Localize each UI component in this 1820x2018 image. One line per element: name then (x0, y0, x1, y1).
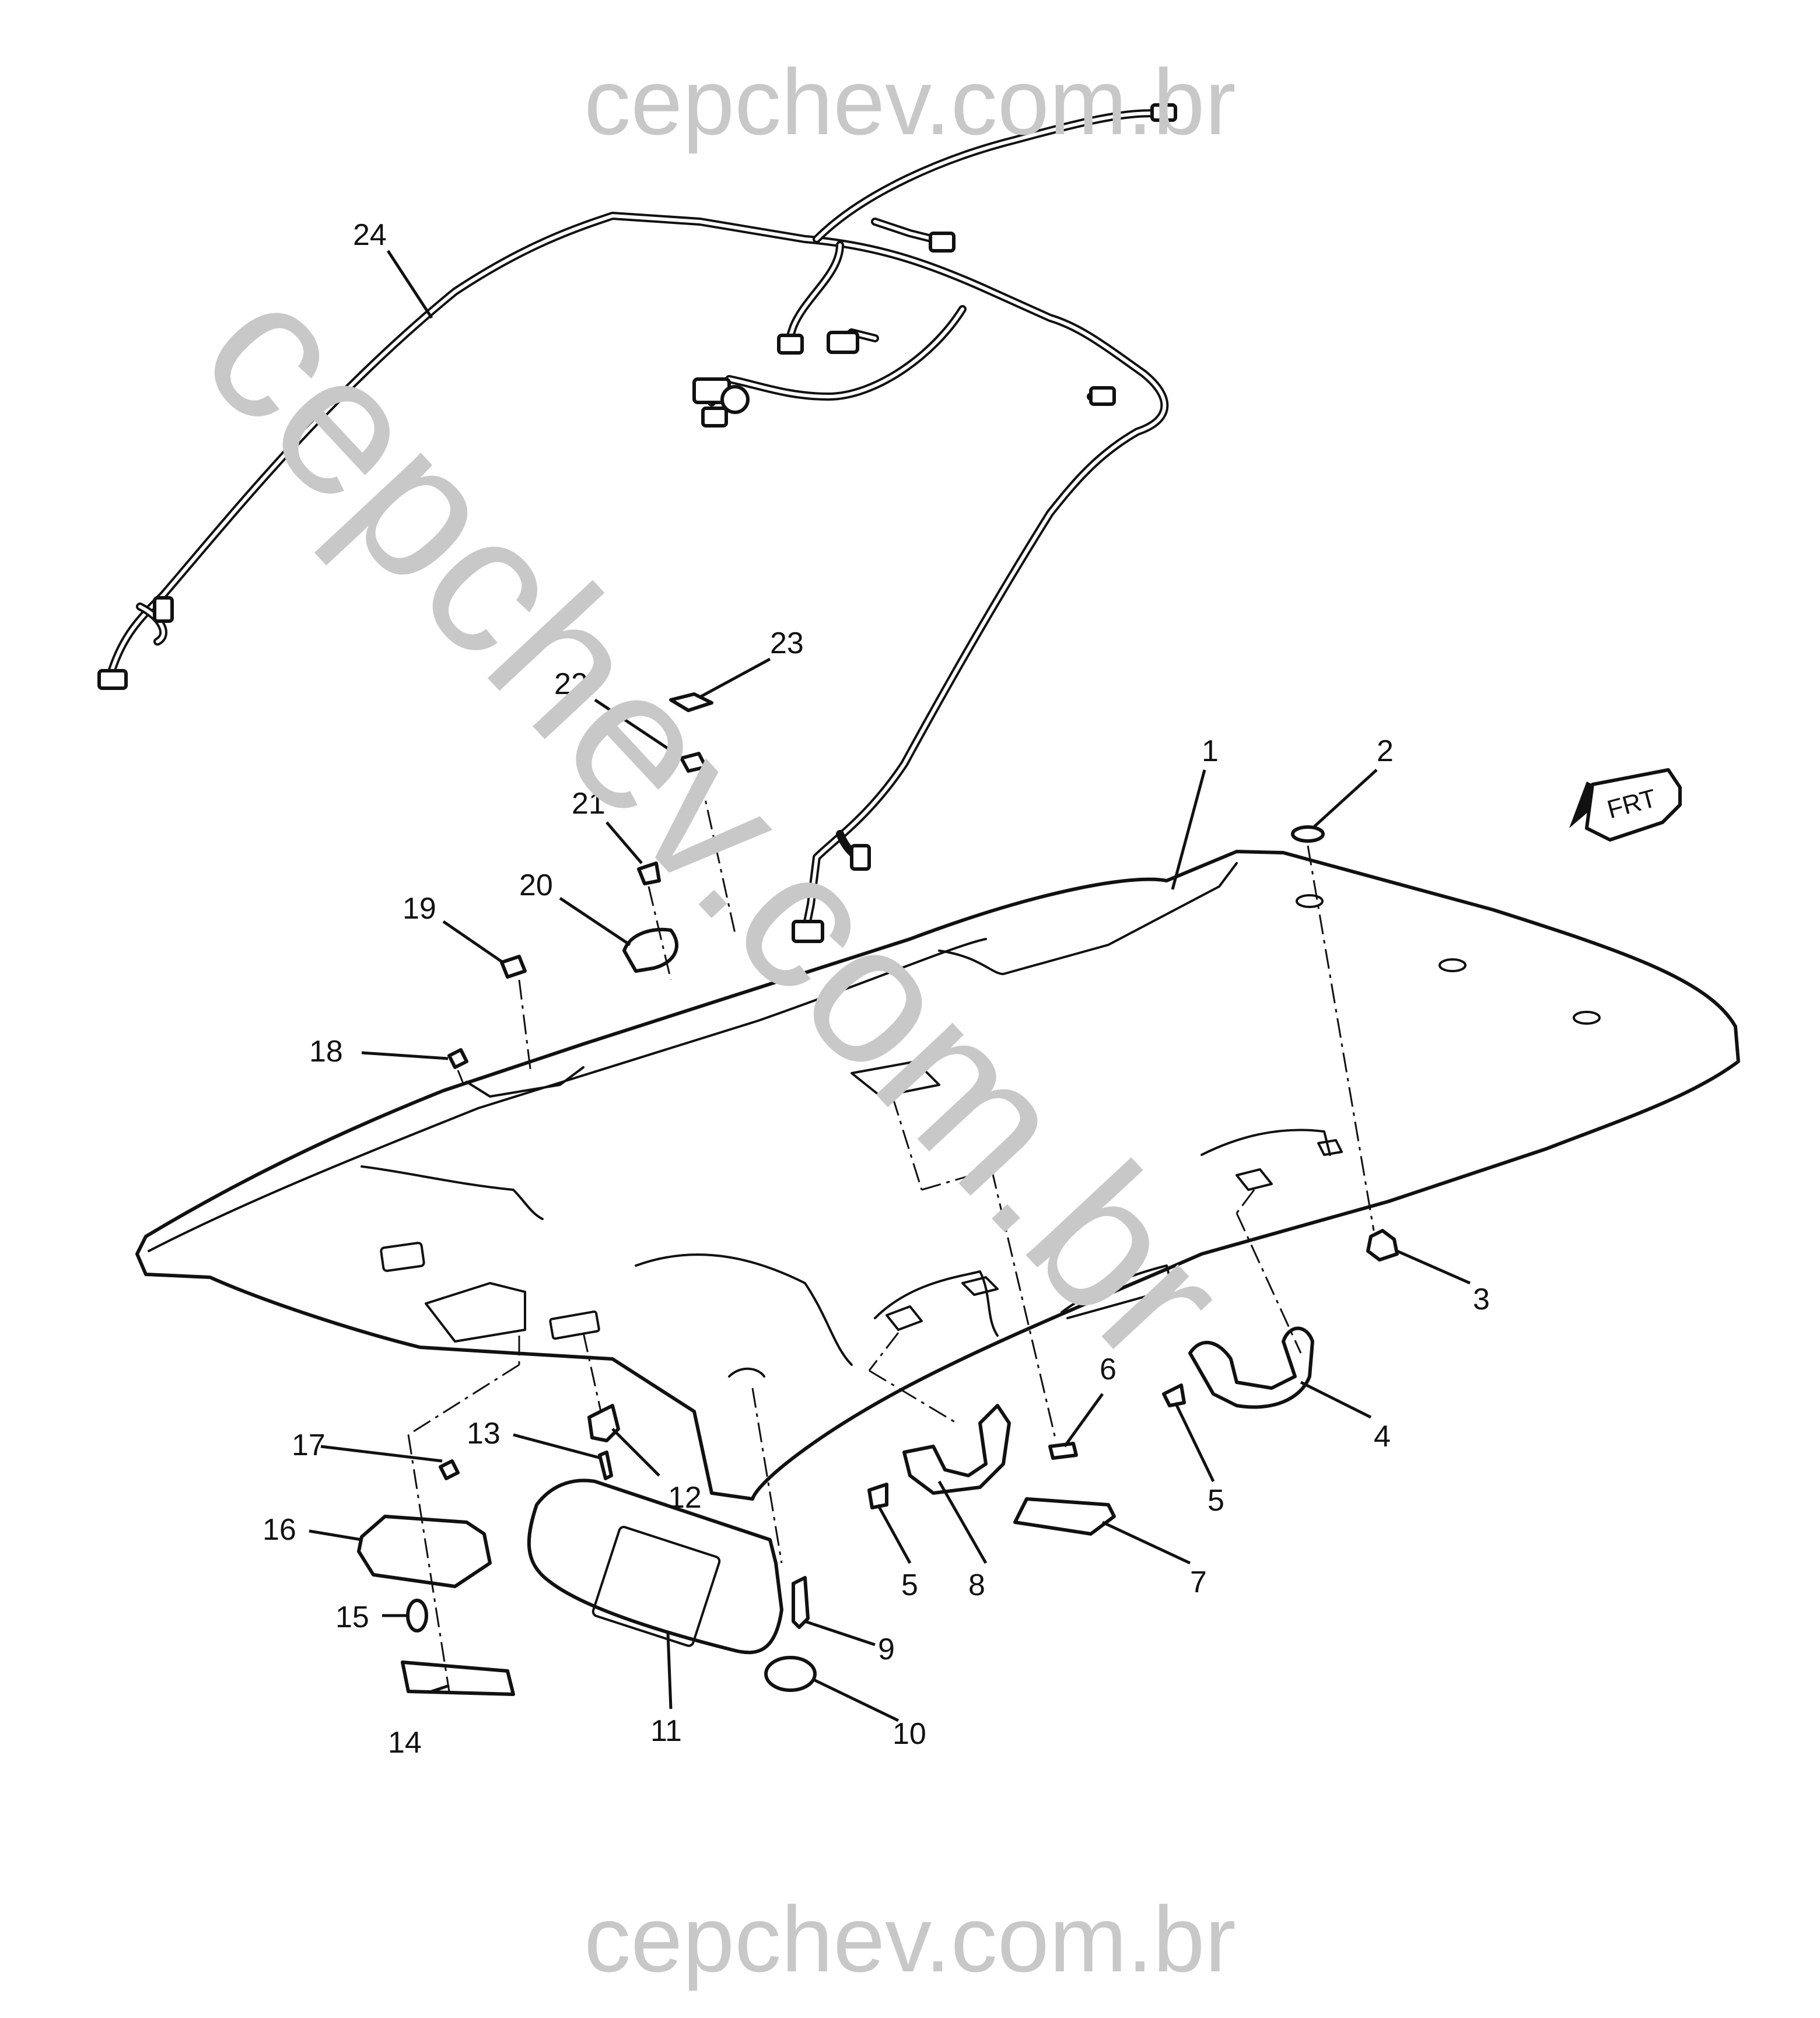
callout-4: 4 (1374, 1420, 1391, 1453)
callout-6: 6 (1100, 1353, 1116, 1386)
callout-21: 21 (572, 787, 606, 821)
lamp-7 (1013, 1497, 1116, 1536)
callout-16: 16 (262, 1513, 296, 1547)
bracket-12 (587, 1404, 620, 1442)
pad-23 (669, 692, 713, 712)
bushing-6 (1048, 1442, 1078, 1460)
lens-14 (401, 1660, 515, 1696)
callout-9: 9 (878, 1632, 895, 1666)
front-direction-indicator: FRT (1569, 768, 1682, 842)
callout-5-right: 5 (1208, 1484, 1224, 1518)
bulb-15 (406, 1599, 428, 1632)
sunshade-11 (527, 1479, 783, 1655)
callout-13: 13 (467, 1417, 501, 1451)
leader-lines (309, 250, 1471, 1722)
callout-8: 8 (968, 1568, 985, 1602)
screw-9 (792, 1576, 810, 1629)
callout-22: 22 (554, 667, 588, 701)
callout-11: 11 (650, 1714, 682, 1748)
assist-handle-8 (902, 1404, 1011, 1495)
callout-10: 10 (892, 1717, 926, 1751)
watermark-bottom: cepchev.com.br (584, 1887, 1236, 1991)
retainer-3 (1366, 1229, 1399, 1262)
callout-23: 23 (770, 626, 804, 660)
lamp-housing-16 (357, 1515, 492, 1588)
assembly-lines (407, 775, 1375, 1692)
grommet-22 (680, 752, 708, 773)
callout-15: 15 (335, 1600, 369, 1634)
clip-21 (637, 861, 661, 885)
screw-5-right (1162, 1383, 1186, 1407)
watermark-top: cepchev.com.br (584, 50, 1236, 154)
clip-18 (447, 1048, 468, 1069)
callout-17: 17 (292, 1428, 326, 1462)
bracket-20 (622, 927, 678, 973)
callout-5-left: 5 (901, 1568, 918, 1602)
callout-14: 14 (388, 1726, 422, 1760)
screw-13 (598, 1451, 613, 1480)
callout-2: 2 (1377, 734, 1394, 768)
callout-12: 12 (668, 1481, 702, 1515)
callout-7: 7 (1190, 1565, 1207, 1599)
screw-5-left (867, 1483, 888, 1509)
callout-18: 18 (309, 1035, 343, 1068)
roof-wiring-harness (97, 103, 1177, 943)
callout-20: 20 (519, 868, 553, 902)
retainer-2 (1291, 825, 1325, 843)
assist-handle-4 (1188, 1326, 1314, 1409)
callout-1: 1 (1202, 734, 1219, 768)
cap-10 (764, 1656, 817, 1692)
clip-17 (439, 1459, 460, 1480)
callout-3: 3 (1473, 1283, 1490, 1316)
callout-24: 24 (353, 218, 387, 252)
callout-labels: 1 2 3 4 5 5 6 7 8 9 10 11 12 13 14 15 16… (262, 218, 1490, 1760)
headliner (135, 850, 1740, 1501)
callout-19: 19 (402, 892, 436, 926)
clip-19 (500, 955, 527, 979)
